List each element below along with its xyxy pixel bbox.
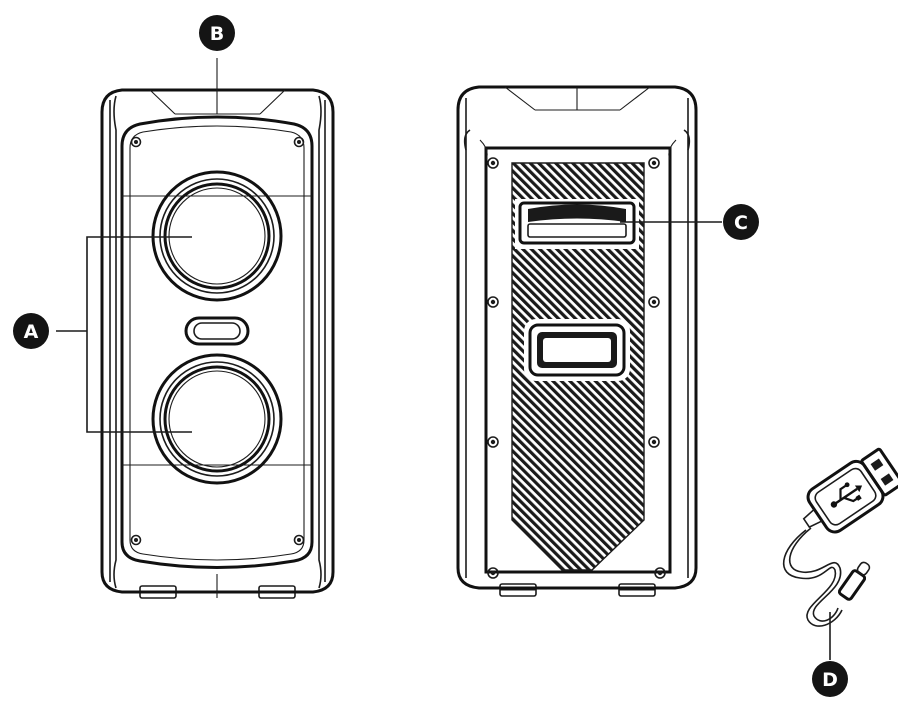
callout-b: B xyxy=(199,15,235,51)
front-body-outline xyxy=(100,88,335,594)
callout-a-bracket xyxy=(86,236,192,433)
back-screws xyxy=(487,157,666,579)
callout-a-label: A xyxy=(24,321,39,343)
front-panel xyxy=(120,115,314,569)
back-port xyxy=(524,319,630,381)
front-center-button xyxy=(184,316,250,346)
front-woofer-top xyxy=(151,170,283,302)
callout-c: C xyxy=(723,204,759,240)
carry-handle xyxy=(515,199,639,249)
front-screws xyxy=(130,136,305,546)
back-panel-frame xyxy=(484,146,672,574)
usb-c-connector xyxy=(837,561,871,601)
usb-icon xyxy=(830,482,863,508)
callout-d: D xyxy=(812,661,848,697)
callout-d-label: D xyxy=(822,669,838,691)
back-body-outline xyxy=(456,85,698,590)
speaker-back-view xyxy=(456,85,722,597)
front-woofer-bottom xyxy=(151,353,283,485)
speaker-front-view xyxy=(56,58,335,599)
callout-c-label: C xyxy=(734,212,748,234)
usb-a-tip xyxy=(860,447,898,497)
callout-b-label: B xyxy=(210,23,224,45)
usb-cable xyxy=(802,447,898,534)
callout-a: A xyxy=(13,313,49,349)
usb-cable-wire xyxy=(783,529,843,627)
